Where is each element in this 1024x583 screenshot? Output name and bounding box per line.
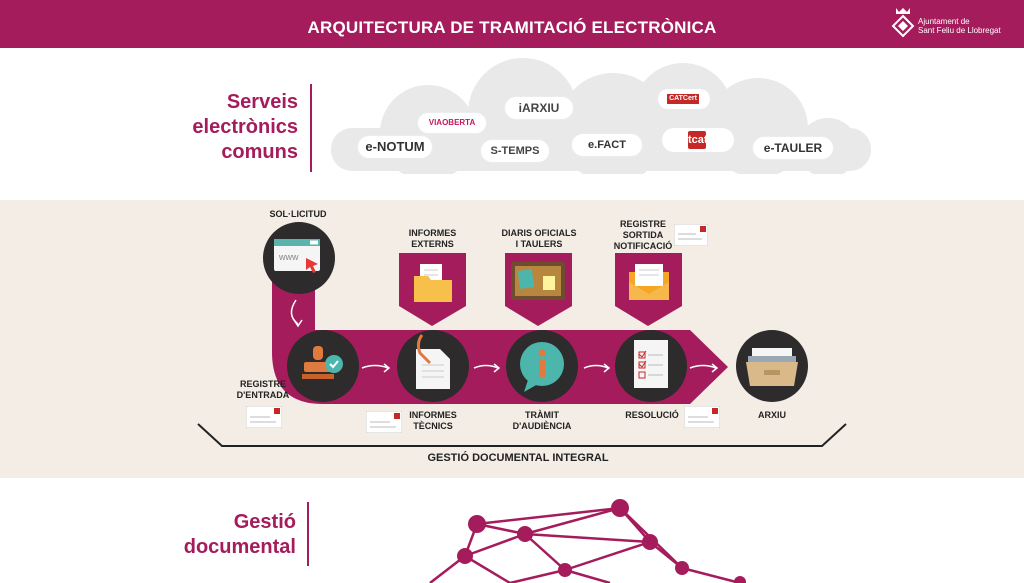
service-efact: e.FACT [572, 134, 642, 156]
stamp-receipt-icon [674, 224, 708, 246]
stamp-icon [302, 346, 343, 379]
label-registre-sortida: REGISTRE SORTIDA NOTIFICACIÓ [613, 219, 673, 251]
label-gestio-integral: GESTIÓ DOCUMENTAL INTEGRAL [427, 452, 609, 464]
gestio-divider [307, 502, 309, 566]
service-etauler: e-TAULER [753, 137, 833, 159]
label-informes-tecnics: INFORMES TÈCNICS [409, 410, 457, 431]
checklist-icon [634, 340, 668, 388]
service-tcat-icon: tcat [688, 131, 708, 149]
info-bubble-icon [520, 342, 564, 392]
label-diaris: DIARIS OFICIALS I TAULERS [501, 228, 577, 249]
services-title: Serveis electrònics comuns [192, 91, 298, 163]
envelope-icon [629, 264, 669, 300]
gestio-title: Gestió documental [183, 511, 296, 558]
service-catcert: CATCert [667, 94, 699, 104]
label-sollicitud: SOL·LICITUD [269, 209, 327, 219]
label-resolucio: RESOLUCIÓ [625, 410, 679, 420]
service-enotum: e-NOTUM [358, 136, 432, 158]
service-viaoberta: VIAOBERTA [418, 113, 486, 133]
browser-icon: www [274, 239, 320, 273]
label-informes-externs: INFORMES EXTERNS [408, 228, 457, 249]
folder-icon [414, 264, 452, 302]
process-diagram [197, 253, 847, 447]
label-arxiu: ARXIU [757, 410, 786, 420]
service-stemps: S-TEMPS [481, 140, 549, 162]
archive-box-icon [746, 348, 798, 386]
stamp-receipt-icon [246, 406, 282, 428]
stamp-receipt-icon [684, 406, 720, 428]
header-bar [0, 0, 1024, 48]
page-title: ARQUITECTURA DE TRAMITACIÓ ELECTRÒNICA [307, 18, 717, 37]
document-network-graphic [429, 499, 746, 583]
city-crest-icon [891, 8, 915, 38]
label-tramit: TRÀMIT D'AUDIÈNCIA [512, 410, 572, 431]
services-divider [310, 84, 312, 172]
document-clip-icon [416, 334, 450, 389]
bulletin-board-icon [511, 262, 565, 300]
logo-text: Ajuntament de Sant Feliu de Llobregat [918, 17, 1001, 35]
stamp-receipt-icon [366, 411, 402, 433]
service-iarxiu: iARXIU [505, 97, 573, 119]
browser-text: www [278, 252, 299, 262]
label-registre-entrada: REGISTRE D'ENTRADA [236, 379, 290, 400]
